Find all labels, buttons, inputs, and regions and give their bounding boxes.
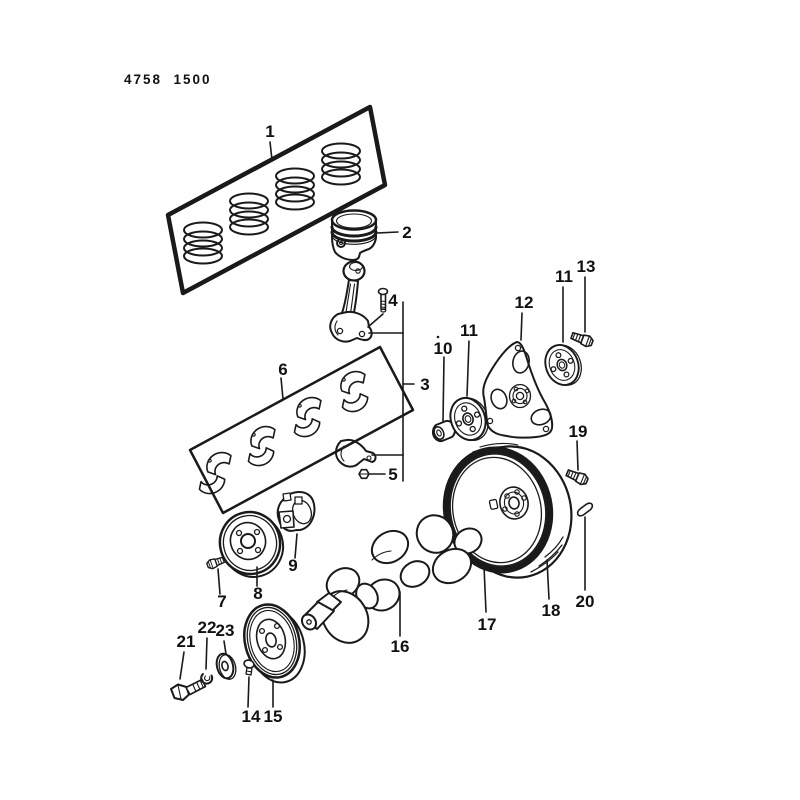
callout-8: 8 [253, 584, 262, 603]
flywheel-hub [499, 486, 529, 520]
callout-3-bracket [368, 301, 415, 482]
piston [330, 209, 378, 261]
flywheel-bolt [564, 466, 591, 488]
pulley-screw [243, 659, 255, 676]
piston-ring-set [183, 221, 223, 265]
piston-ring-set [275, 167, 315, 211]
callout-12: 12 [515, 293, 534, 312]
print-speck [436, 335, 440, 339]
callout-18: 18 [542, 601, 561, 620]
catalog-code: 4758 1500 [124, 72, 212, 87]
lock-washer [200, 673, 214, 685]
crankshaft-adapter-plate [538, 338, 588, 392]
cap-nut [358, 468, 370, 480]
pulley-center-bolt [170, 678, 207, 701]
callout-15: 15 [264, 707, 283, 726]
callout-11: 11 [555, 267, 573, 286]
callout-4: 4 [388, 291, 398, 310]
hub-notch [488, 498, 499, 510]
drive-plate-bolt [569, 329, 595, 349]
callout-22: 22 [198, 618, 217, 637]
crankshaft-pulley-large [243, 603, 306, 684]
connecting-rod-bolt [377, 287, 389, 313]
callout-10: 10 [434, 339, 453, 358]
callout-5: 5 [388, 465, 397, 484]
callout-23: 23 [216, 621, 235, 640]
callout-1: 1 [265, 122, 274, 141]
callout-17: 17 [478, 615, 497, 634]
callout-14: 14 [242, 707, 261, 726]
callout-13: 13 [577, 257, 596, 276]
piston-ring-set [229, 192, 269, 236]
crank-coupling [276, 491, 316, 532]
piston-ring-set-box [165, 104, 388, 296]
callout-20: 20 [576, 592, 595, 611]
flat-washer [215, 652, 237, 680]
crankshaft-pulley-small [218, 510, 285, 578]
drive-plate [482, 341, 554, 439]
callout-21: 21 [177, 632, 196, 651]
callout-9: 9 [288, 556, 297, 575]
callout-2: 2 [402, 223, 411, 242]
callout-16: 16 [391, 637, 410, 656]
main-bearing-set-box [188, 345, 415, 515]
callout-7: 7 [217, 592, 226, 611]
callout-19: 19 [569, 422, 588, 441]
leader-lines [179, 141, 586, 708]
dowel-pin [576, 502, 594, 517]
callout-labels: 1 2 3 4 5 6 7 8 9 10 11 11 12 13 14 15 1… [177, 122, 596, 726]
callout-11: 11 [460, 321, 478, 340]
callout-3: 3 [420, 375, 429, 394]
callout-6: 6 [278, 360, 287, 379]
crankshaft [300, 514, 483, 644]
piston-ring-set [321, 142, 361, 186]
rod-bearing-cap [335, 438, 377, 468]
connecting-rod [329, 260, 373, 343]
